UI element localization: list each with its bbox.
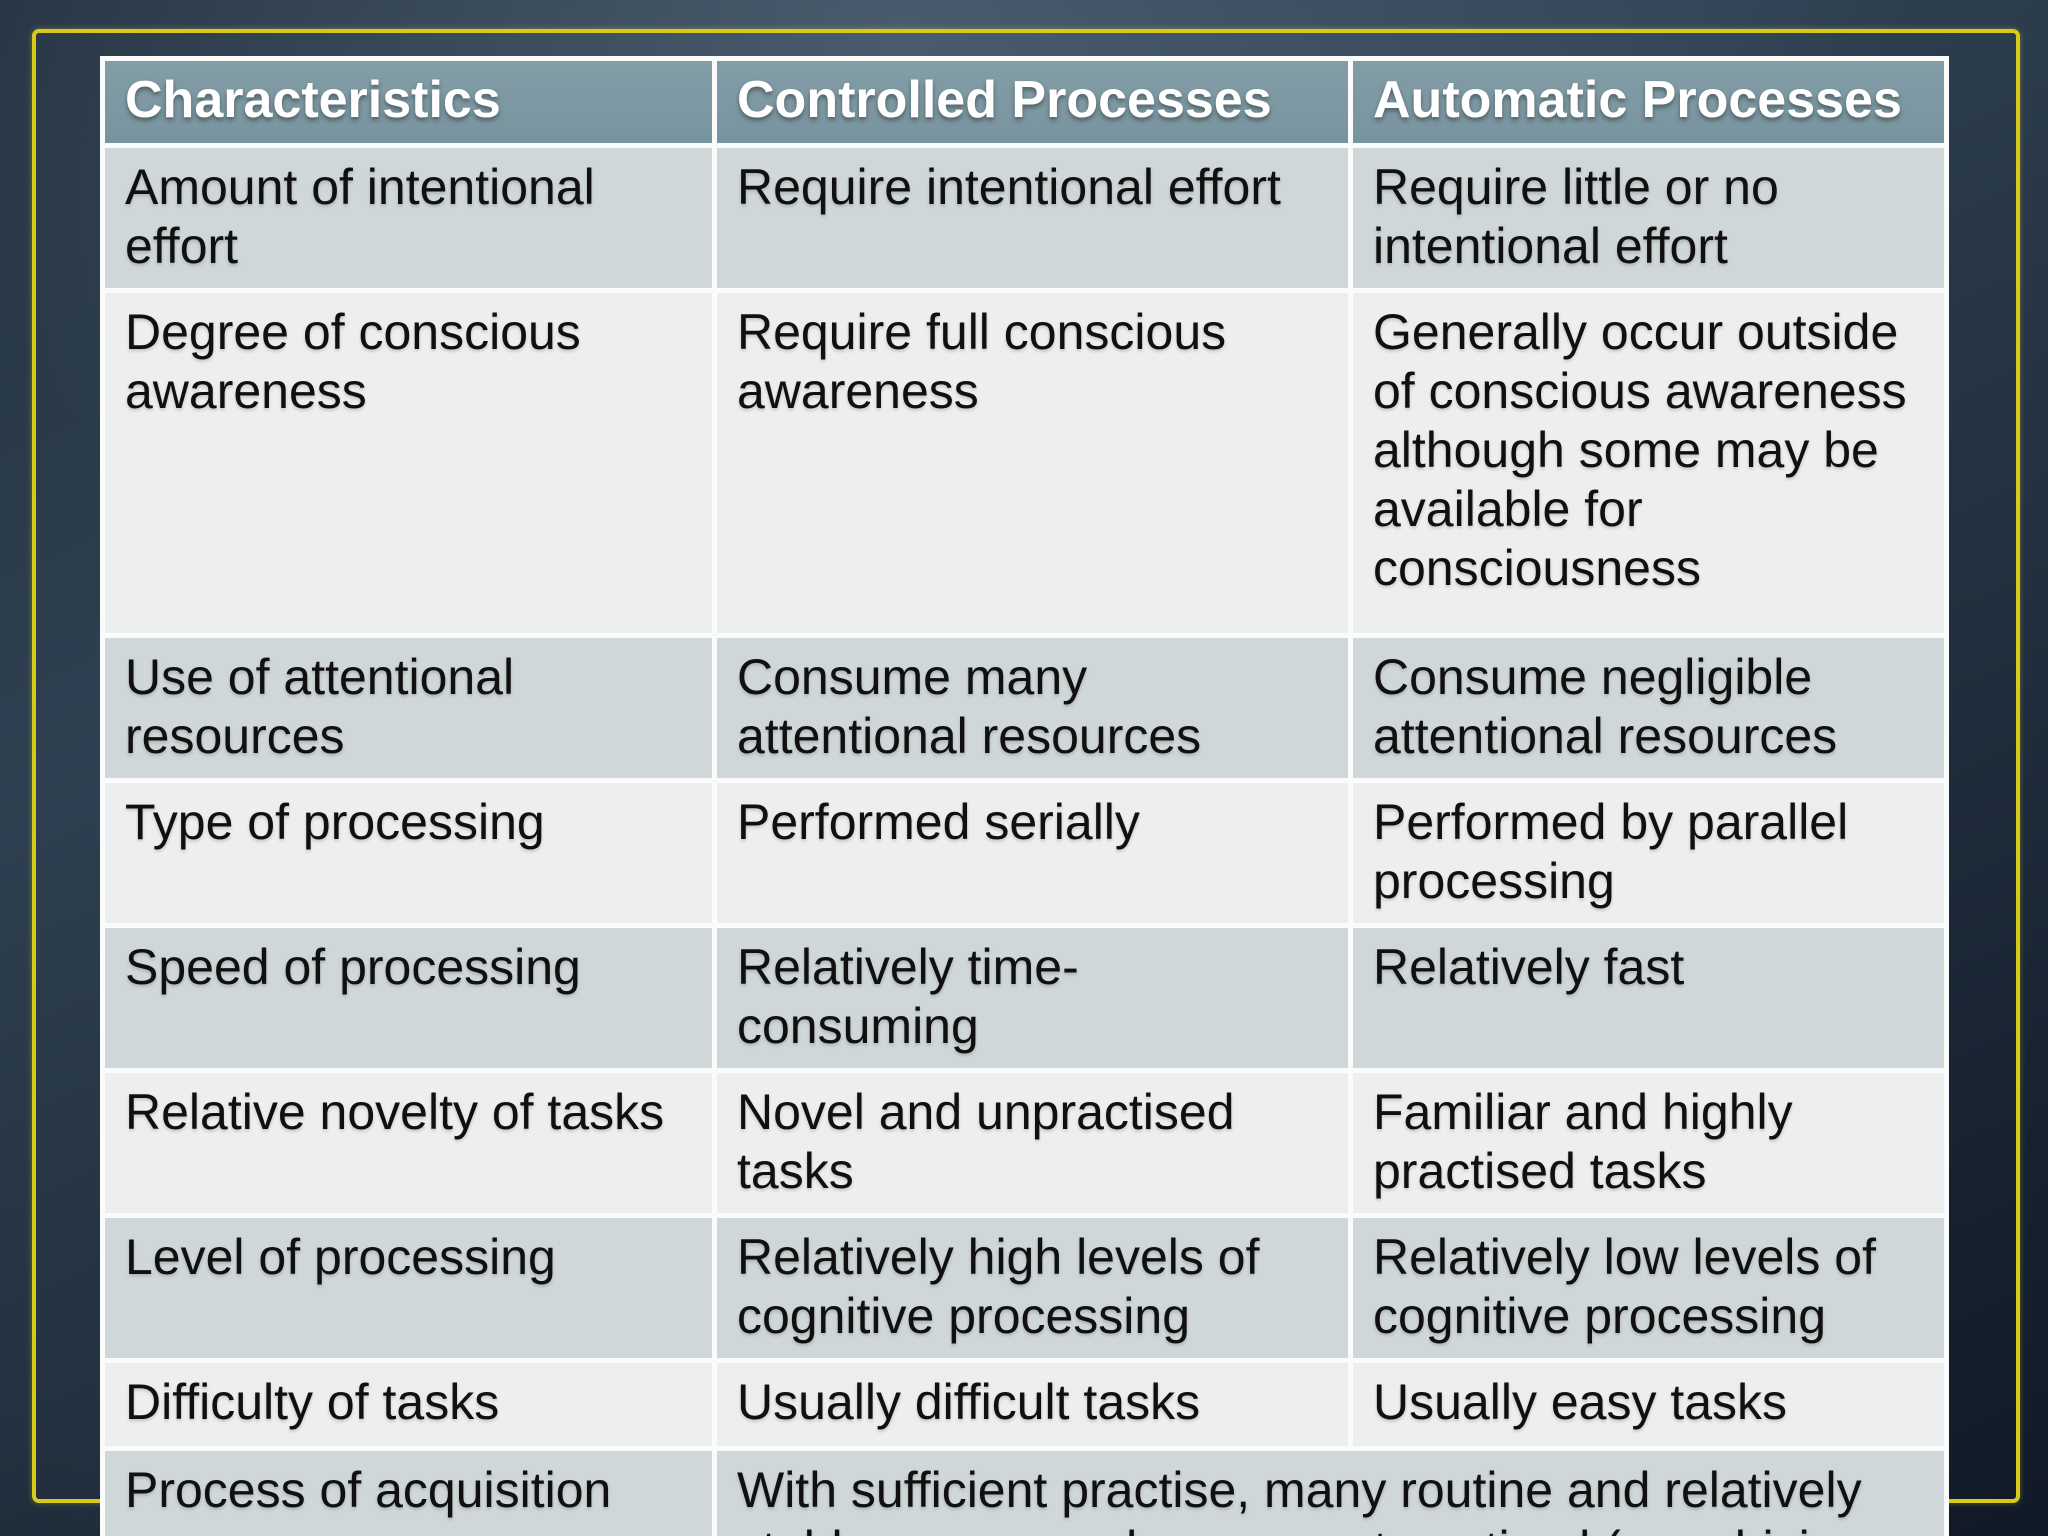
table-cell: Novel and unpractised tasks	[717, 1073, 1348, 1213]
table-cell: Relative novelty of tasks	[105, 1073, 712, 1213]
table-cell: Relatively high levels of cognitive proc…	[717, 1218, 1348, 1358]
table-cell: Relatively fast	[1353, 928, 1944, 1068]
table-cell: Generally occur outside of conscious awa…	[1353, 293, 1944, 633]
table-cell: Usually easy tasks	[1353, 1363, 1944, 1446]
table-cell: Consume negligible attentional resources	[1353, 638, 1944, 778]
column-header-automatic-processes: Automatic Processes	[1353, 61, 1944, 143]
column-header-controlled-processes: Controlled Processes	[717, 61, 1348, 143]
table-row: Difficulty of tasks Usually difficult ta…	[105, 1363, 1944, 1446]
table-cell: Use of attentional resources	[105, 638, 712, 778]
table-cell: Require full conscious awareness	[717, 293, 1348, 633]
table-cell: Level of processing	[105, 1218, 712, 1358]
processes-comparison-table: Characteristics Controlled Processes Aut…	[100, 56, 1949, 1536]
table-cell: Amount of intentional effort	[105, 148, 712, 288]
table-cell: Require intentional effort	[717, 148, 1348, 288]
table-cell: Difficulty of tasks	[105, 1363, 712, 1446]
table-row: Speed of processing Relatively time- con…	[105, 928, 1944, 1068]
table-cell: Performed by parallel processing	[1353, 783, 1944, 923]
table-cell: Speed of processing	[105, 928, 712, 1068]
table-cell: Process of acquisition	[105, 1451, 712, 1536]
table-row: Type of processing Performed serially Pe…	[105, 783, 1944, 923]
column-header-characteristics: Characteristics	[105, 61, 712, 143]
table-cell: Require little or no intentional effort	[1353, 148, 1944, 288]
table-row: Use of attentional resources Consume man…	[105, 638, 1944, 778]
table-cell: Relatively low levels of cognitive proce…	[1353, 1218, 1944, 1358]
table-cell: Type of processing	[105, 783, 712, 923]
table-row: Degree of conscious awareness Require fu…	[105, 293, 1944, 633]
table-cell: Consume many attentional resources	[717, 638, 1348, 778]
table-row: Relative novelty of tasks Novel and unpr…	[105, 1073, 1944, 1213]
table-cell: Usually difficult tasks	[717, 1363, 1348, 1446]
table-cell-merged: With sufficient practise, many routine a…	[717, 1451, 1944, 1536]
table-row: Process of acquisition With sufficient p…	[105, 1451, 1944, 1536]
table-cell: Relatively time- consuming	[717, 928, 1348, 1068]
table-cell: Performed serially	[717, 783, 1348, 923]
table-row: Level of processing Relatively high leve…	[105, 1218, 1944, 1358]
table-cell: Familiar and highly practised tasks	[1353, 1073, 1944, 1213]
table-header-row: Characteristics Controlled Processes Aut…	[105, 61, 1944, 143]
table-row: Amount of intentional effort Require int…	[105, 148, 1944, 288]
table-cell: Degree of conscious awareness	[105, 293, 712, 633]
